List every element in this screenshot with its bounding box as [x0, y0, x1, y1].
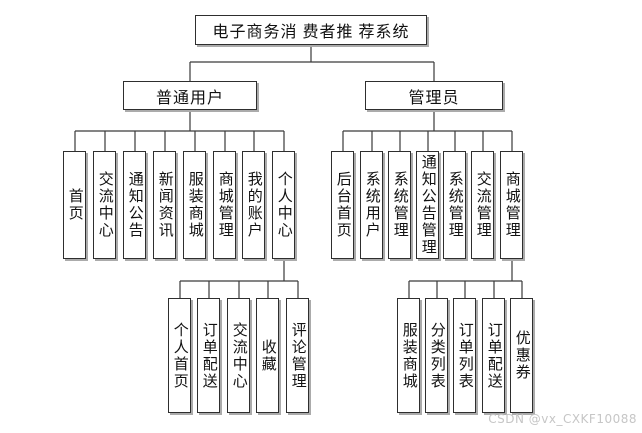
node-favorites: 收藏: [256, 298, 279, 413]
node-personal-home: 个人首页: [168, 298, 191, 413]
csdn-watermark: CSDN @vx_CXKF10088: [488, 412, 637, 426]
node-system-management-2: 系统管理: [443, 151, 466, 259]
node-comment-management: 评论管理: [286, 298, 309, 413]
admin-label: 管理员: [408, 89, 460, 107]
node-order-delivery: 订单配送: [197, 298, 220, 413]
node-notice-management: 通知公告管理: [416, 151, 439, 259]
node-personal-center: 个人中心: [272, 151, 295, 259]
node-communication-management: 交流管理: [471, 151, 494, 259]
node-clothing-mall: 服装商城: [183, 151, 206, 259]
node-my-account: 我的账户: [242, 151, 265, 259]
node-notice-announcement: 通知公告: [123, 151, 146, 259]
node-news-info: 新闻资讯: [153, 151, 176, 259]
node-order-delivery-admin: 订单配送: [482, 298, 505, 413]
node-home-page: 首页: [63, 151, 86, 259]
node-mall-management: 商城管理: [213, 151, 236, 259]
node-backend-home: 后台首页: [331, 151, 354, 259]
node-mall-management-admin: 商城管理: [500, 151, 523, 259]
node-category-list: 分类列表: [425, 298, 448, 413]
root-label: 电子商务消 费者推 荐系统: [212, 24, 410, 41]
node-coupon: 优惠券: [510, 298, 533, 413]
node-system-user: 系统用户: [360, 151, 383, 259]
node-admin: 管理员: [365, 81, 503, 110]
node-communication-center-sub: 交流中心: [227, 298, 250, 413]
node-order-list: 订单列表: [453, 298, 476, 413]
node-root: 电子商务消 费者推 荐系统: [195, 15, 427, 45]
node-system-management-1: 系统管理: [388, 151, 411, 259]
node-communication-center: 交流中心: [93, 151, 116, 259]
node-normal-user: 普通用户: [123, 81, 257, 110]
node-clothing-mall-admin: 服装商城: [397, 298, 420, 413]
normal-user-label: 普通用户: [155, 89, 224, 107]
